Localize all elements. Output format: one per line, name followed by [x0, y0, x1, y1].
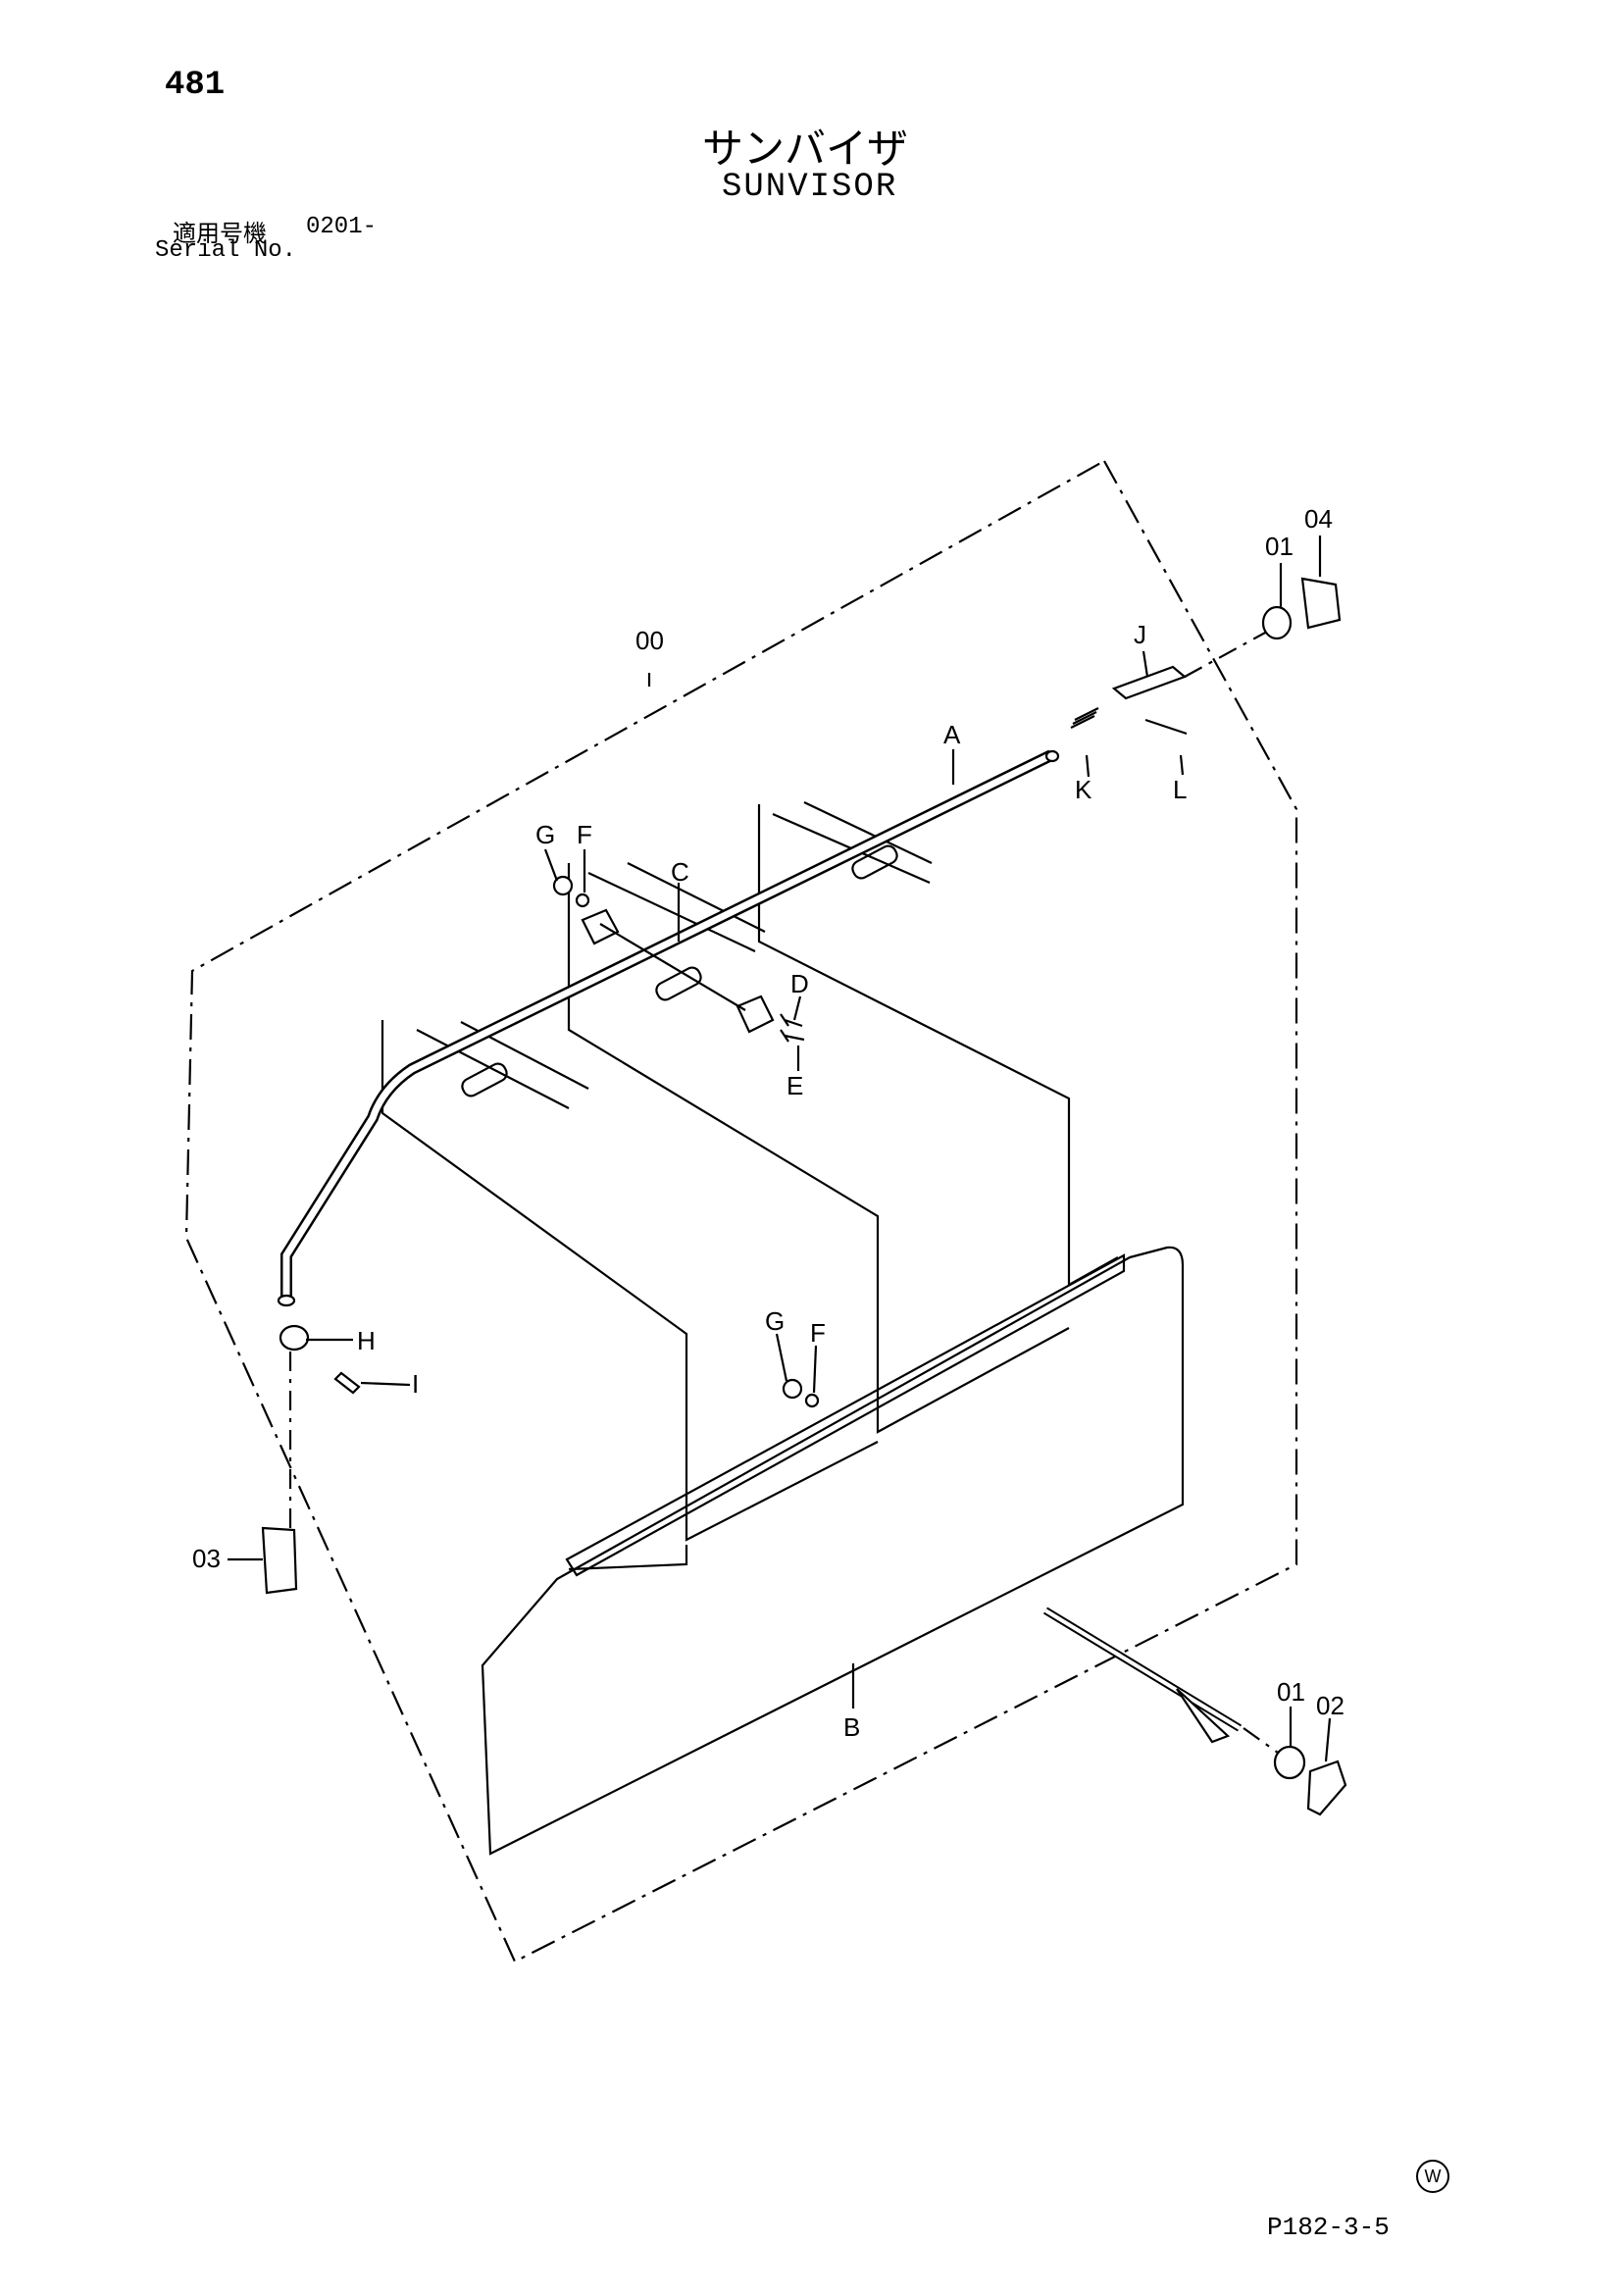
- cap-03: [261, 1526, 298, 1595]
- footer-reference: P182-3-5: [1267, 2213, 1390, 2242]
- rod-a: [280, 749, 1054, 1297]
- callout-l: L: [1173, 775, 1187, 804]
- callout-f-lower: F: [810, 1318, 826, 1348]
- callout-03: 03: [192, 1544, 221, 1573]
- assembly-boundary: [184, 459, 1298, 1964]
- serial-label-english: Serial No.: [155, 237, 297, 264]
- callout-d: D: [790, 969, 809, 998]
- pin-i: [333, 1371, 361, 1395]
- bolt-d: [780, 1013, 803, 1028]
- plate-02: [1306, 1760, 1347, 1816]
- serial-label-japanese: 適用号機: [173, 220, 267, 247]
- spring-k: [1070, 707, 1099, 729]
- callout-f-upper: F: [577, 820, 592, 849]
- panel-middle: [567, 863, 1070, 1434]
- nut-g-upper: [552, 875, 574, 896]
- callout-b: B: [843, 1712, 860, 1742]
- callout-j: J: [1134, 620, 1146, 649]
- bolt-l: [1144, 718, 1188, 736]
- callout-01-lower: 01: [1277, 1677, 1305, 1707]
- page-number: 481: [165, 67, 226, 104]
- callout-01-upper: 01: [1265, 532, 1294, 561]
- sunvisor-panel: [481, 1246, 1185, 1856]
- bushing-01-lower: [1273, 1745, 1306, 1780]
- callout-00: 00: [635, 626, 664, 655]
- callout-i: I: [412, 1369, 419, 1399]
- plate-04: [1300, 577, 1342, 630]
- callout-e: E: [787, 1071, 803, 1100]
- callout-g-upper: G: [535, 820, 555, 849]
- callout-02: 02: [1316, 1691, 1345, 1720]
- footer-circled-mark: W: [1416, 2160, 1449, 2193]
- callout-h: H: [357, 1326, 376, 1355]
- washer-f-upper: [575, 893, 590, 908]
- panel-front: [381, 1020, 879, 1542]
- callout-04: 04: [1304, 504, 1333, 534]
- callout-g-lower: G: [765, 1306, 785, 1336]
- pin-j: [1111, 665, 1188, 700]
- diagram-title-english: SUNVISOR: [722, 169, 898, 206]
- washer-f-lower: [804, 1393, 820, 1408]
- callout-labels: 00 01 04 J A K L G F C D E H I 03 B 01 0…: [192, 504, 1345, 1742]
- bushing-01-upper: [1261, 605, 1293, 640]
- serial-number-value: 0201-: [306, 214, 378, 240]
- diagram-title-japanese: サンバイザ: [702, 125, 909, 173]
- callout-k: K: [1075, 775, 1092, 804]
- pivot-h: [279, 1324, 310, 1352]
- bolt-e: [780, 1029, 805, 1043]
- callout-a: A: [943, 720, 961, 749]
- bracket-c: [581, 908, 620, 945]
- callout-c: C: [671, 857, 689, 887]
- nut-g-lower: [782, 1378, 803, 1400]
